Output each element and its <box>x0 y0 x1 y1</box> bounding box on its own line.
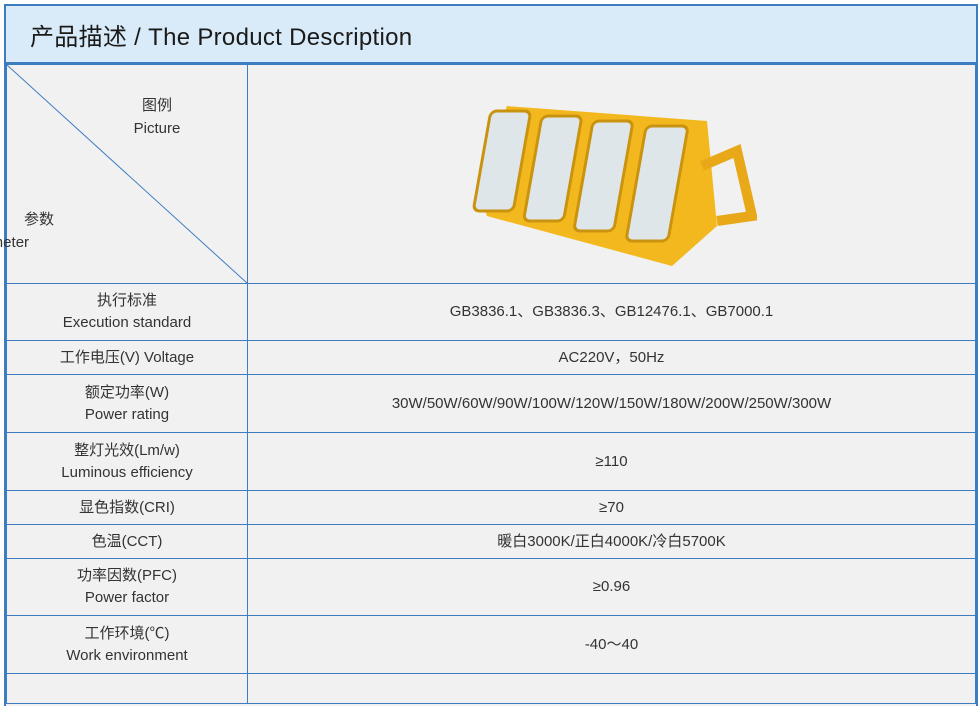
table-row: 执行标准 Execution standard GB3836.1、GB3836.3… <box>6 283 976 341</box>
row-label-cn: 执行标准 <box>96 292 157 309</box>
row-label-cn: 工作环境(℃) <box>84 624 170 642</box>
product-image-cell <box>247 64 976 284</box>
row-value: GB3836.1、GB3836.3、GB12476.1、GB7000.1 <box>247 283 976 341</box>
row-value: -40～40 <box>247 615 976 674</box>
table-row: 色温(CCT) 暖白3000K/正白4000K/冷白5700K <box>6 524 976 559</box>
row-value: AC220V，50Hz <box>247 340 976 375</box>
row-label-en: Work environment <box>66 646 188 664</box>
row-label-en: Execution standard <box>62 314 192 331</box>
picture-label-en: Picture <box>133 120 181 137</box>
row-label: 色温(CCT) <box>6 524 248 559</box>
row-label-en: Luminous efficiency <box>61 463 193 481</box>
picture-row: 图例 Picture 参数 Parameter <box>0 64 976 284</box>
table-row: 显色指数(CRI) ≥70 <box>6 490 976 525</box>
row-label-cn: 功率因数(PFC) <box>77 567 177 584</box>
table-row: 功率因数(PFC) Power factor ≥0.96 <box>6 558 976 616</box>
row-label-cn: 整灯光效(Lm/w) <box>74 441 180 459</box>
row-value: ≥70 <box>247 490 976 525</box>
spec-table: 图例 Picture 参数 Parameter 执行标准 Execution st… <box>0 64 976 704</box>
product-description-panel: 产品描述 / The Product Description 图例 Pictur… <box>0 4 978 706</box>
table-row: 整灯光效(Lm/w) Luminous efficiency ≥110 <box>6 432 976 491</box>
row-label: 显色指数(CRI) <box>6 490 248 525</box>
table-row <box>6 673 976 704</box>
row-label-en: Power rating <box>84 405 170 423</box>
picture-label-cn: 图例 <box>141 97 172 114</box>
parameter-label-cn: 参数 <box>23 211 54 228</box>
row-value: 暖白3000K/正白4000K/冷白5700K <box>247 524 976 559</box>
parameter-label-en: Parameter <box>0 234 30 251</box>
picture-header-cell: 图例 Picture 参数 Parameter <box>0 64 248 284</box>
row-label-cn: 额定功率(W) <box>84 383 170 401</box>
row-value: 30W/50W/60W/90W/100W/120W/150W/180W/200W… <box>247 374 976 433</box>
row-value: ≥110 <box>247 432 976 491</box>
diagonal-divider <box>7 65 247 283</box>
table-row: 工作电压(V) Voltage AC220V，50Hz <box>6 340 976 375</box>
section-title: 产品描述 / The Product Description <box>6 6 976 64</box>
row-value: ≥0.96 <box>247 558 976 616</box>
table-row: 额定功率(W) Power rating 30W/50W/60W/90W/100W… <box>6 374 976 433</box>
row-label: 工作电压(V) Voltage <box>6 340 248 375</box>
table-row: 工作环境(℃) Work environment -40～40 <box>6 615 976 674</box>
row-label-en: Power factor <box>84 589 170 606</box>
floodlight-image <box>472 105 758 266</box>
